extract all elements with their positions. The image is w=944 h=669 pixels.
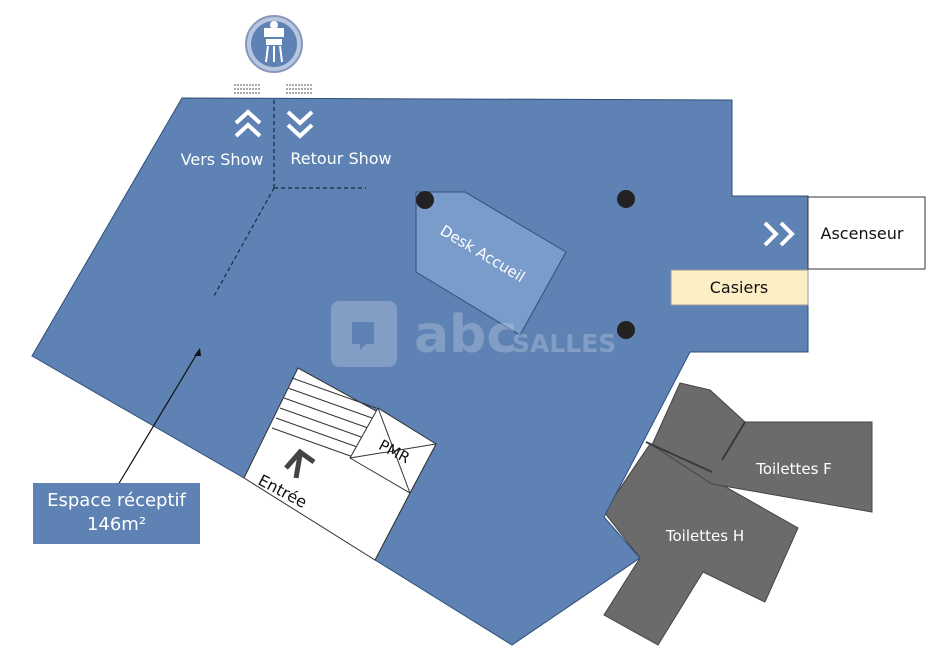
arrows-up-icon <box>234 109 262 138</box>
espace-name: Espace réceptif <box>47 490 186 511</box>
espace-receptif-label-box: Espace réceptif 146m² <box>33 483 200 544</box>
ascenseur-label: Ascenseur <box>821 224 904 243</box>
arrows-right-icon <box>763 221 795 247</box>
pillar <box>617 321 635 339</box>
stairs <box>271 377 377 459</box>
theater-icon <box>245 15 303 73</box>
toilettes-f-room <box>651 382 873 513</box>
pointer-line <box>117 351 199 486</box>
route-lines <box>213 100 366 297</box>
logo-suffix: SALLES <box>512 329 616 358</box>
ascenseur-box <box>807 196 926 270</box>
espace-area: 146m² <box>86 514 147 535</box>
casiers-label: Casiers <box>710 278 769 297</box>
toilettes-divider <box>645 441 713 473</box>
toilettes-h-label: Toilettes H <box>665 527 744 545</box>
vers-show-label: Vers Show <box>181 150 264 169</box>
casiers-box <box>670 269 809 306</box>
arrow-up-icon <box>284 448 316 479</box>
pillar <box>617 190 635 208</box>
abc-salles-logo: abc SALLES <box>331 301 616 367</box>
pillar <box>416 191 434 209</box>
pointer-head <box>194 348 201 356</box>
seat-rows <box>234 84 312 94</box>
toilettes-f-label: Toilettes F <box>755 460 832 478</box>
logo-brand: abc <box>414 305 517 365</box>
arrows-down-icon <box>286 110 314 139</box>
toilettes-divider-2 <box>721 421 746 461</box>
desk-accueil <box>415 191 567 336</box>
pmr-cross-2 <box>349 443 437 459</box>
retour-show-label: Retour Show <box>290 149 391 168</box>
